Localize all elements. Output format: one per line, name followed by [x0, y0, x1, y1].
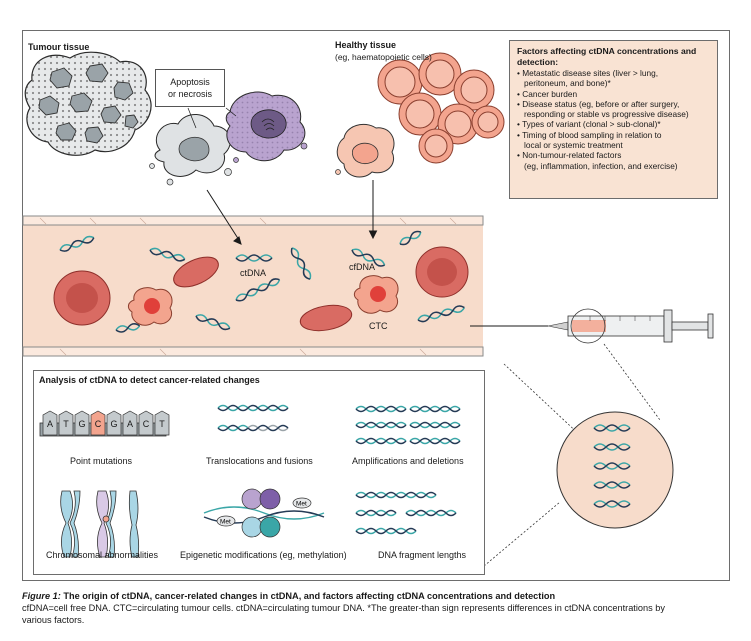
red-blood-cells	[53, 246, 469, 332]
factor-text: Cancer burden	[522, 88, 578, 99]
base-tile	[74, 410, 90, 436]
base-tile	[42, 410, 58, 436]
caption-figure-number: Figure 1:	[22, 591, 61, 601]
healthy-tissue-cells	[335, 52, 505, 178]
zoom-inset	[483, 343, 674, 567]
factor-text: Non-tumour-related factors	[522, 150, 622, 161]
healthy-tissue-label: Healthy tissue	[335, 40, 397, 50]
caption-line-2: various factors.	[22, 615, 85, 625]
amplification-dna	[355, 405, 461, 445]
apoptosis-label: Apoptosis	[170, 77, 210, 87]
factors-title-line-1: Factors affecting ctDNA concentrations a…	[517, 46, 697, 56]
tumour-tissue-label: Tumour tissue	[28, 42, 90, 52]
met-label-right: Met	[296, 501, 307, 508]
factors-box: Factors affecting ctDNA concentrations a…	[509, 40, 718, 199]
base-tile	[154, 410, 170, 436]
base-letter: C	[95, 419, 102, 429]
epigenetic-nucleosomes: Met Met	[203, 488, 325, 538]
chromosomes	[60, 490, 140, 558]
translocation-dna	[217, 404, 289, 432]
base-letter: T	[63, 419, 69, 429]
factor-item: Cancer burden	[517, 89, 710, 99]
analysis-box: Analysis of ctDNA to detect cancer-relat…	[33, 370, 485, 575]
met-label-left: Met	[220, 519, 231, 526]
panel-label-epigenetic: Epigenetic modifications (eg, methylatio…	[180, 550, 347, 560]
syringe	[470, 308, 714, 344]
factor-text: responding or stable vs progressive dise…	[524, 109, 689, 120]
mutated-base-tile	[90, 410, 106, 436]
base-tile	[122, 410, 138, 436]
base-letter: A	[127, 419, 133, 429]
base-letter: G	[78, 419, 85, 429]
ctdna-label: ctDNA	[240, 268, 267, 278]
apoptosis-box: Apoptosis or necrosis	[155, 69, 225, 107]
factor-text: Timing of blood sampling in relation to	[522, 129, 662, 140]
panel-label-chromosomal: Chromosomal abnormalities	[46, 550, 159, 560]
panel-label-fragment-lengths: DNA fragment lengths	[378, 550, 467, 560]
base-letter: C	[143, 419, 150, 429]
panel-label-translocations: Translocations and fusions	[206, 456, 313, 466]
factor-item: Non-tumour-related factors(eg, inflammat…	[517, 150, 710, 171]
dna-fragments	[59, 230, 466, 333]
fragment-length-dna	[355, 491, 457, 535]
factor-text: Disease status (eg, before or after surg…	[522, 98, 680, 109]
base-tile	[58, 410, 74, 436]
factor-text: (eg, inflammation, infection, and exerci…	[524, 160, 678, 171]
factor-item: Timing of blood sampling in relation tol…	[517, 130, 710, 151]
factor-item: Metastatic disease sites (liver > lung,p…	[517, 68, 710, 89]
base-letter: T	[159, 419, 165, 429]
panel-label-point-mutations: Point mutations	[70, 456, 133, 466]
factor-text: peritoneum, and bone)*	[524, 78, 611, 89]
release-arrows	[187, 107, 378, 245]
base-tile	[138, 410, 154, 436]
factors-title: Factors affecting ctDNA concentrations a…	[517, 46, 710, 67]
factors-list: Metastatic disease sites (liver > lung,p…	[517, 68, 710, 171]
panel-label-amplifications: Amplifications and deletions	[352, 456, 464, 466]
analysis-title: Analysis of ctDNA to detect cancer-relat…	[39, 375, 260, 385]
factor-item: Disease status (eg, before or after surg…	[517, 99, 710, 120]
ctc-label: CTC	[369, 321, 388, 331]
base-letter: A	[47, 419, 53, 429]
caption-title-text: The origin of ctDNA, cancer-related chan…	[60, 591, 556, 601]
necrosis-label: or necrosis	[167, 89, 212, 99]
figure-caption: Figure 1: The origin of ctDNA, cancer-re…	[22, 590, 730, 626]
factors-title-line-2: detection:	[517, 56, 559, 67]
caption-line-1: cfDNA=cell free DNA. CTC=circulating tum…	[22, 603, 665, 613]
apoptotic-cells	[149, 91, 308, 186]
factor-text: local or systemic treatment	[524, 140, 623, 151]
tumour-tissue-cells	[24, 51, 152, 156]
healthy-tissue-sublabel: (eg, haematopoietic cells)	[335, 52, 432, 62]
circulating-tumour-cells	[127, 275, 399, 326]
caption-title: Figure 1: The origin of ctDNA, cancer-re…	[22, 590, 730, 602]
factor-text: Metastatic disease sites (liver > lung,	[522, 68, 659, 78]
base-letter: G	[110, 419, 117, 429]
base-tile	[106, 410, 122, 436]
cfdna-label: cfDNA	[349, 262, 376, 272]
factor-text: Types of variant (clonal > sub-clonal)*	[522, 119, 661, 130]
factor-item: Types of variant (clonal > sub-clonal)*	[517, 119, 710, 129]
